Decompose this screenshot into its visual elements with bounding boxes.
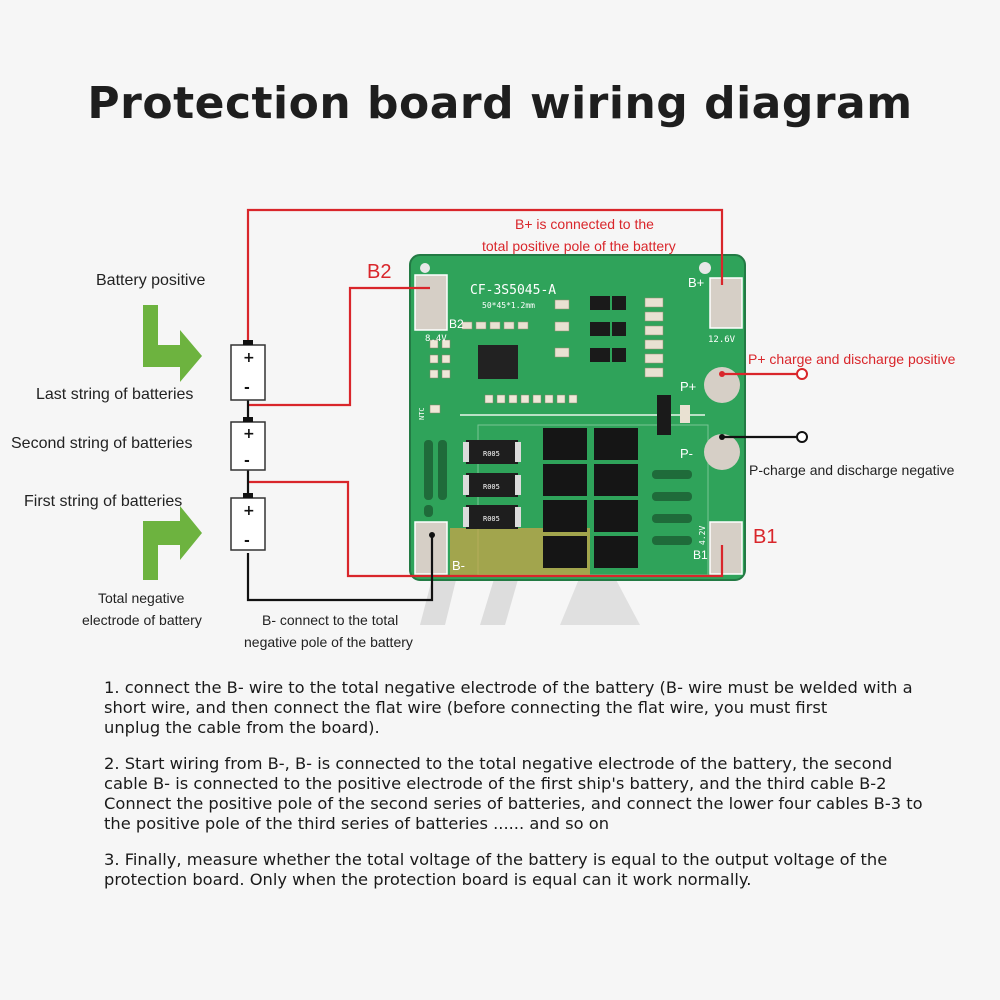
transistors xyxy=(590,296,626,362)
callout-b1: B1 xyxy=(753,526,777,548)
resistor-code-1: R005 xyxy=(483,450,500,458)
resistor-code-2: R005 xyxy=(483,483,500,491)
shunt-resistors xyxy=(463,440,521,529)
label-battery-positive: Battery positive xyxy=(96,272,205,289)
instruction-paragraph-3: 3. Finally, measure whether the total vo… xyxy=(104,850,888,889)
wire-b2 xyxy=(248,286,430,407)
capacitor xyxy=(680,405,690,423)
mounting-hole xyxy=(420,263,430,273)
ntc-label: NTC xyxy=(418,407,426,420)
pad-bminus-label: B- xyxy=(452,558,465,573)
instructions: 1. connect the B- wire to the total nega… xyxy=(104,678,934,906)
pad-pplus xyxy=(704,367,740,403)
joint-dot xyxy=(429,532,435,538)
battery-cell-second: + - xyxy=(230,417,266,471)
note-bplus-2: total positive pole of the battery xyxy=(482,238,676,254)
battery-cell-first: + - xyxy=(230,493,266,551)
smd-resistors xyxy=(461,297,664,378)
pad-b2-label: B2 xyxy=(449,317,464,331)
pad-pminus-label: P- xyxy=(680,446,693,461)
pad-b1-voltage: 4.2V xyxy=(698,526,707,545)
label-last-string: Last string of batteries xyxy=(36,386,193,403)
wiring-diagram: CF-3S5045-A 50*45*1.2mm B+ B2 8.4V 12.6V… xyxy=(11,208,956,650)
capacitor-row xyxy=(429,339,578,414)
label-total-negative-2: electrode of battery xyxy=(82,612,202,628)
arrow-down-right-icon xyxy=(143,305,202,382)
terminal-pminus xyxy=(796,431,808,443)
callout-b2: B2 xyxy=(367,261,391,283)
pad-b2 xyxy=(414,274,448,331)
board-size: 50*45*1.2mm xyxy=(482,301,535,310)
desc-pplus: P+ charge and discharge positive xyxy=(748,351,956,367)
battery-minus-sign: - xyxy=(244,453,250,469)
label-first-string: First string of batteries xyxy=(24,493,182,510)
mounting-hole xyxy=(699,262,711,274)
arrow-up-right-icon xyxy=(143,506,202,580)
label-second-string: Second string of batteries xyxy=(11,435,192,452)
joint-dot xyxy=(719,434,725,440)
battery-plus-sign: + xyxy=(243,350,255,366)
note-bplus-1: B+ is connected to the xyxy=(515,216,654,232)
instruction-paragraph-1: 1. connect the B- wire to the total nega… xyxy=(104,678,913,737)
instruction-paragraph-2: 2. Start wiring from B-, B- is connected… xyxy=(104,754,923,833)
wire-bplus xyxy=(246,208,724,345)
battery-minus-sign: - xyxy=(244,380,250,396)
battery-plus-sign: + xyxy=(243,426,255,442)
pad-b1 xyxy=(709,521,743,575)
wire-bminus xyxy=(246,535,434,602)
label-total-negative-1: Total negative xyxy=(98,590,185,606)
copper-slots xyxy=(424,440,692,545)
protection-board: CF-3S5045-A 50*45*1.2mm B+ B2 8.4V 12.6V… xyxy=(409,254,746,581)
pad-b2-voltage: 8.4V xyxy=(425,334,447,344)
diode xyxy=(657,395,671,435)
pad-b1-label: B1 xyxy=(693,548,708,562)
note-bminus-2: negative pole of the battery xyxy=(244,634,413,650)
pad-bplus xyxy=(709,277,743,329)
terminal-pplus xyxy=(796,368,808,380)
wires xyxy=(246,208,800,602)
page-title: Protection board wiring diagram xyxy=(87,78,913,129)
resistor-code-3: R005 xyxy=(483,515,500,523)
board-model: CF-3S5045-A xyxy=(470,283,556,298)
desc-pminus: P-charge and discharge negative xyxy=(749,462,955,478)
ic-chip xyxy=(478,345,518,379)
mosfets xyxy=(543,428,638,568)
battery-minus-sign: - xyxy=(244,533,250,549)
pad-pplus-label: P+ xyxy=(680,379,696,394)
joint-dot xyxy=(719,371,725,377)
battery-plus-sign: + xyxy=(243,503,255,519)
pad-pminus xyxy=(704,434,740,470)
pad-bplus-voltage: 12.6V xyxy=(708,335,736,345)
pad-bplus-label: B+ xyxy=(688,275,704,290)
wire-b1 xyxy=(248,480,724,578)
note-bminus-1: B- connect to the total xyxy=(262,612,398,628)
battery-cell-last: + - xyxy=(230,340,266,401)
